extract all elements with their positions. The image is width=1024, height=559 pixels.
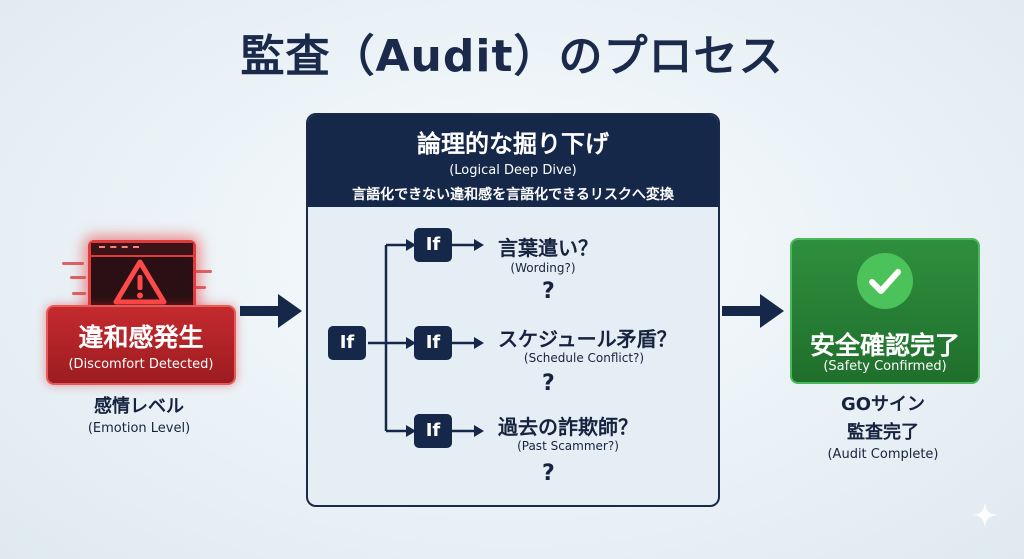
safety-title: 安全確認完了 (809, 331, 960, 360)
discomfort-title: 違和感発生 (78, 323, 204, 352)
panel-header: 論理的な掘り下げ (Logical Deep Dive) 言語化できない違和感を… (308, 115, 718, 207)
branch-if-node: If (414, 414, 452, 448)
flow-arrow-right (722, 294, 784, 328)
glitch-streak (62, 262, 84, 265)
branch-question: スケジュール矛盾？ (498, 327, 677, 351)
branch-if-node: If (414, 326, 452, 360)
audit-complete-caption: GOサイン 監査完了 (Audit Complete) (790, 390, 976, 462)
safety-confirmed-box: 安全確認完了 (Safety Confirmed) (790, 238, 980, 384)
audit-complete-sub: (Audit Complete) (827, 447, 939, 462)
panel-title: 論理的な掘り下げ (417, 130, 609, 158)
check-icon (857, 253, 913, 309)
warning-icon (113, 259, 167, 305)
root-if-node: If (328, 326, 366, 360)
discomfort-subtitle: (Discomfort Detected) (68, 357, 214, 372)
branch-question-sub: (Past Scammer?) (517, 439, 619, 453)
branch-question-sub: (Wording?) (510, 261, 576, 275)
glitch-streak (194, 270, 212, 273)
branch-question-mark: ? (542, 371, 555, 396)
audit-complete-label: 監査完了 (847, 422, 919, 443)
glitch-streak (72, 292, 86, 295)
emotion-level-sub: (Emotion Level) (87, 421, 191, 436)
glitch-streak (194, 286, 206, 289)
branch-connectors (368, 239, 484, 437)
flow-arrow-right (240, 294, 302, 328)
glitch-streak (70, 276, 86, 279)
emotion-level-label: 感情レベル (94, 396, 184, 417)
panel-description: 言語化できない違和感を言語化できるリスクへ変換 (352, 187, 674, 203)
emotion-level-caption: 感情レベル (Emotion Level) (46, 392, 232, 436)
alert-browser-illustration (88, 240, 196, 312)
logical-deep-dive-panel: 論理的な掘り下げ (Logical Deep Dive) 言語化できない違和感を… (306, 113, 720, 507)
branch-question-sub: (Schedule Conflict?) (523, 351, 645, 365)
panel-subtitle: (Logical Deep Dive) (449, 163, 577, 178)
sparkle-icon (972, 502, 998, 528)
branch-question: 過去の詐欺師？ (498, 415, 638, 439)
branch-question: 言葉遣い？ (498, 236, 598, 260)
page-title: 監査（Audit）のプロセス (240, 31, 784, 82)
branch-if-node: If (414, 228, 452, 262)
discomfort-detected-box: 違和感発生 (Discomfort Detected) (46, 305, 236, 385)
branch-question-mark: ? (542, 279, 555, 304)
branch-question-mark: ? (542, 461, 555, 486)
safety-subtitle: (Safety Confirmed) (823, 359, 947, 374)
go-sign-label: GOサイン (840, 394, 926, 415)
